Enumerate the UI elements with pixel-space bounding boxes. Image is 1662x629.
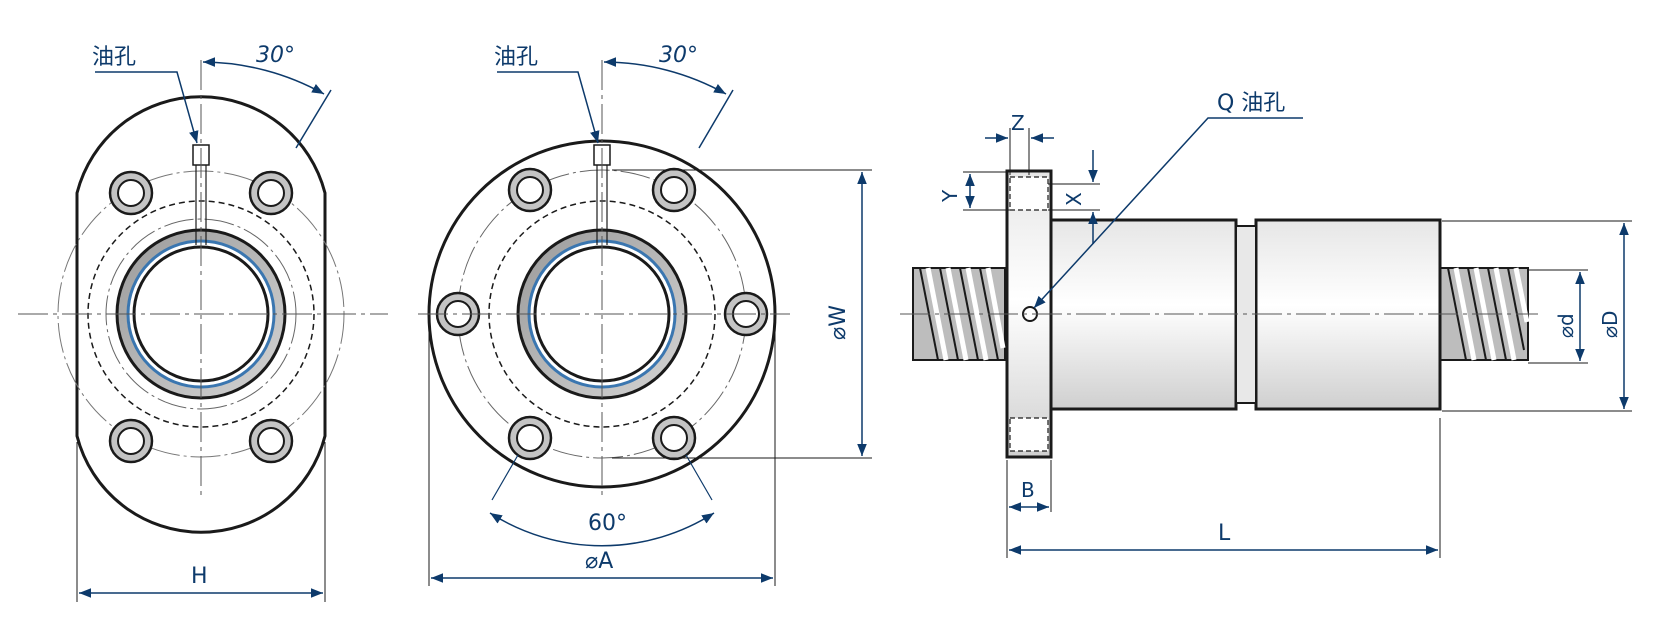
middle-angle-line [698, 89, 734, 149]
middle-angle-top-label: 30° [659, 43, 698, 68]
z-dimension-label: Z [1011, 111, 1025, 135]
middle-front-view: 30° 油孔 60° ⌀W ⌀A [418, 43, 872, 586]
d-small-dimension-label: ⌀d [1554, 313, 1578, 338]
left-oil-leader [95, 71, 199, 144]
left-bolt-hole [248, 418, 294, 464]
left-oil-hole-label: 油孔 [92, 45, 136, 70]
left-front-view: 30° 油孔 H [18, 43, 388, 602]
left-bolt-hole [108, 170, 154, 216]
b-dimension-label: B [1021, 478, 1035, 502]
side-view: Q 油孔 Z Y X B L ⌀d ⌀D [900, 91, 1632, 558]
q-oil-hole-label: Q 油孔 [1217, 91, 1285, 116]
left-bolt-hole [248, 170, 294, 216]
middle-oil-passage [593, 144, 611, 245]
q-leader [1033, 117, 1303, 309]
d-large-dimension-label: ⌀D [1598, 311, 1622, 338]
middle-angle-arc [603, 57, 727, 95]
middle-bolt-hole [507, 415, 553, 461]
middle-60-arc [489, 512, 715, 547]
left-angle-label: 30° [256, 43, 295, 68]
middle-oil-leader [497, 71, 600, 144]
middle-bolt-hole [651, 415, 697, 461]
y-dimension-label: Y [938, 189, 962, 203]
middle-oil-hole-label: 油孔 [494, 45, 538, 70]
middle-angle-bottom-label: 60° [588, 511, 627, 536]
left-bolt-hole [108, 418, 154, 464]
middle-bolt-hole [651, 167, 697, 213]
left-angle-line [295, 89, 332, 149]
left-angle-arc [202, 57, 325, 95]
flange-counterbore-bottom [1009, 417, 1049, 452]
h-dimension-label: H [191, 564, 208, 589]
middle-60-line [685, 454, 713, 501]
middle-bolt-hole [507, 167, 553, 213]
flange-counterbore-top [1009, 176, 1049, 211]
a-dimension-label: ⌀A [585, 549, 613, 574]
w-dimension-label: ⌀W [826, 305, 851, 340]
middle-60-line [491, 454, 519, 501]
l-dimension-label: L [1218, 521, 1231, 546]
x-dimension-label: X [1062, 192, 1086, 206]
